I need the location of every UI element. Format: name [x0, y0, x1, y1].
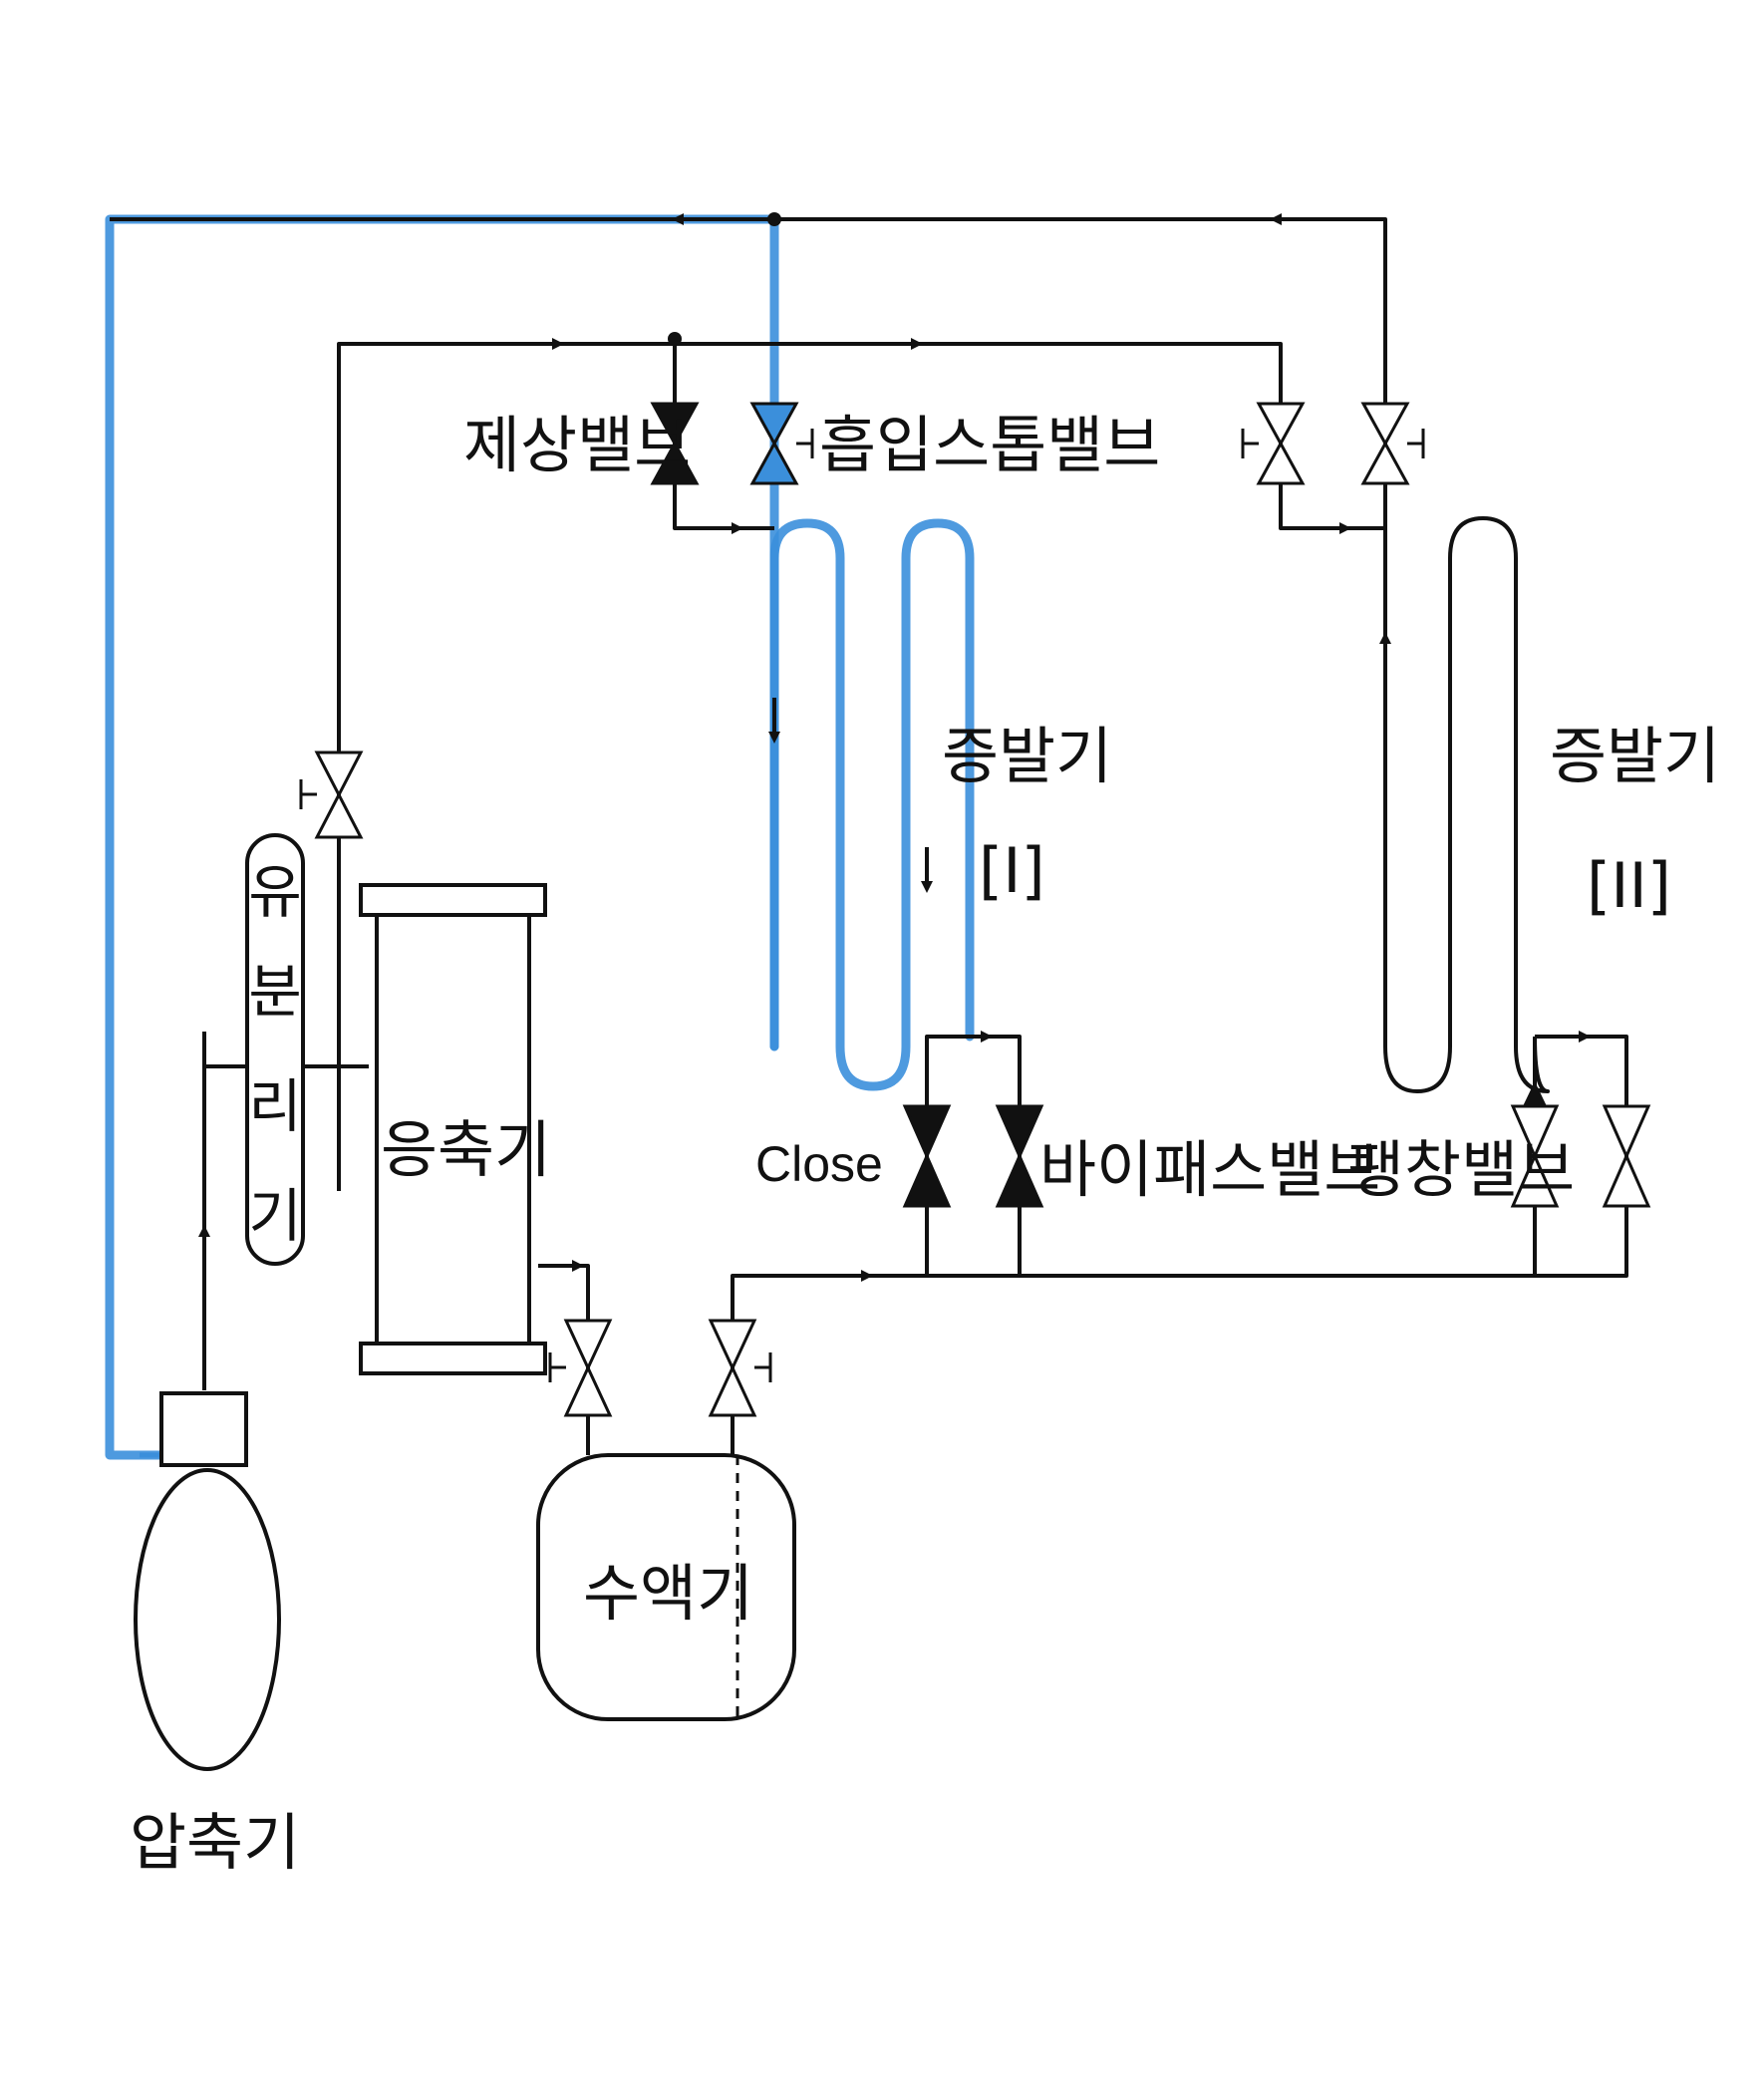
- compressor: [134, 1391, 281, 1771]
- evaporator-2-coil: [1383, 516, 1550, 1093]
- highlighted-suction-path: [105, 214, 975, 1460]
- receiver-inlet-valve-icon: [548, 1319, 613, 1417]
- receiver: [536, 1453, 796, 1721]
- close-valve-icon: [902, 1104, 952, 1208]
- evaporator-2-inlet-valve-icon: [1241, 402, 1306, 485]
- expansion-valve-label: 팽창밸브: [1347, 1133, 1575, 1206]
- bypass-valve-label: 바이패스밸브: [1039, 1133, 1380, 1206]
- oil-separator-char-1: 유: [248, 858, 301, 926]
- suction-stop-valve-icon: [749, 402, 814, 485]
- oil-separator-label: 유 분 리 기: [248, 858, 301, 1250]
- receiver-outlet-valve-icon: [708, 1319, 772, 1417]
- defrost-valve-icon: [650, 402, 700, 485]
- expansion-valve-icon: [1510, 1081, 1560, 1208]
- evaporator-1-number: [I]: [979, 834, 1045, 907]
- suction-stop-valve-label: 흡입스톱밸브: [819, 409, 1160, 481]
- oil-separator: [245, 833, 305, 1266]
- evaporator-2-suction-valve-icon: [1360, 402, 1425, 485]
- evaporator-1-label: 증발기: [942, 720, 1112, 792]
- close-label: Close: [755, 1136, 883, 1192]
- defrost-valve-label: 제상밸브: [463, 409, 691, 481]
- condenser: [359, 883, 547, 1375]
- condenser-label: 응축기: [381, 1113, 551, 1186]
- oil-separator-char-3: 리: [248, 1072, 301, 1140]
- receiver-label: 수액기: [583, 1557, 753, 1630]
- evaporator-2-label: 증발기: [1550, 720, 1720, 792]
- compressor-label: 압축기: [130, 1806, 300, 1879]
- oil-separator-char-2: 분: [248, 958, 301, 1026]
- oil-separator-char-4: 기: [248, 1182, 301, 1250]
- oil-separator-valve-icon: [299, 750, 364, 839]
- valves: [299, 402, 1651, 1417]
- evaporator-2-number: [II]: [1587, 849, 1671, 922]
- bypass-valve-icon: [995, 1104, 1044, 1208]
- expansion-bypass-valve-icon: [1602, 1104, 1651, 1208]
